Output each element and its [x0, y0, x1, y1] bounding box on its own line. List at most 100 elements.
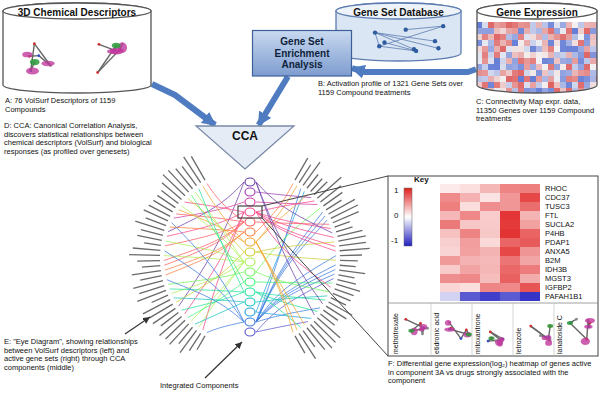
cylinder-picture [373, 24, 446, 53]
heatmap-cell [500, 256, 520, 265]
expression-cell [524, 64, 530, 70]
expression-cell [572, 76, 578, 82]
descriptor-tick [162, 183, 182, 200]
node-label: Gene Expression [476, 7, 598, 19]
expression-cell [500, 64, 506, 70]
descriptor-tick [157, 195, 175, 207]
relation-curve [256, 182, 314, 315]
expression-cell [554, 70, 560, 76]
expression-cell [500, 76, 506, 82]
pointer-arrow [125, 317, 150, 334]
heatmap-cell [440, 211, 460, 220]
network-edge [375, 33, 438, 49]
expression-cell [530, 34, 536, 40]
heatmap-cell [500, 211, 520, 220]
descriptor-tick [137, 235, 161, 240]
expression-cell [578, 34, 584, 40]
expression-cell [512, 46, 518, 52]
heatmap-cell [500, 229, 520, 238]
descriptor-tick [333, 212, 359, 223]
chemical-database: 3D Chemical Descriptors [2, 2, 152, 94]
gene-name: PDAP1 [545, 238, 570, 247]
expression-cell [560, 76, 566, 82]
descriptor-tick [299, 165, 311, 183]
expression-cell [560, 58, 566, 64]
expression-cell [482, 46, 488, 52]
expression-cell [494, 34, 500, 40]
cca-triangle: CCA [195, 125, 295, 170]
relation-curve [256, 182, 332, 233]
flow-arrow [352, 68, 476, 72]
node-label: 3D Chemical Descriptors [2, 7, 152, 19]
expression-cell [482, 28, 488, 34]
descriptor-tick [160, 316, 182, 335]
descriptor-tick [182, 166, 196, 185]
expression-cell [584, 40, 590, 46]
expression-cell [500, 34, 506, 40]
heatmap-cell [480, 256, 500, 265]
expression-cell [488, 34, 494, 40]
expression-cell [566, 34, 572, 40]
expression-cell [548, 40, 554, 46]
component-node [245, 308, 255, 316]
expression-cell [584, 76, 590, 82]
cylinder-outline [477, 3, 597, 93]
component-node [245, 298, 255, 306]
key-value: -1 [391, 236, 398, 245]
cylinder-picture [22, 42, 127, 74]
expression-cell [584, 46, 590, 52]
heatmap-cell [460, 211, 480, 220]
atom [489, 330, 492, 333]
relation-curve [256, 265, 336, 322]
descriptor-tick [153, 200, 172, 212]
descriptor-tick [166, 320, 185, 339]
descriptor-tick [170, 324, 189, 345]
network-node [441, 24, 445, 28]
relation-curve [195, 192, 244, 262]
caption-text: F: Differential gene expression(log₂) he… [388, 360, 598, 386]
descriptor-tick [152, 295, 168, 302]
expression-cell [590, 58, 596, 64]
cylinder-top [477, 3, 597, 19]
descriptor-tick [144, 243, 161, 245]
field-blob [545, 335, 551, 341]
expression-cell [548, 76, 554, 82]
expression-cell [542, 52, 548, 58]
expression-cell [554, 34, 560, 40]
field-blob [495, 340, 502, 346]
descriptor-tick [189, 333, 200, 350]
expression-cell [518, 28, 524, 34]
expression-cell [536, 28, 542, 34]
heatmap-cell [460, 220, 480, 229]
expression-cell [578, 58, 584, 64]
field-blob [26, 67, 39, 74]
expression-cell [548, 58, 554, 64]
expression-cell [482, 64, 488, 70]
heatmap-cell [520, 274, 540, 283]
expression-cell [572, 52, 578, 58]
heatmap-cell [480, 220, 500, 229]
atom [404, 318, 407, 321]
expression-cell [548, 64, 554, 70]
gene-name: B2M [545, 256, 560, 265]
expression-cell [566, 76, 572, 82]
cylinder-top [3, 3, 151, 19]
expression-cell [584, 64, 590, 70]
expression-cell [584, 22, 590, 28]
heatmap-cell [460, 229, 480, 238]
heatmap-cell [500, 220, 520, 229]
expression-cell [494, 70, 500, 76]
gene-name: SUCLA2 [545, 220, 574, 229]
expression-cell [506, 34, 512, 40]
expression-cell [524, 34, 530, 40]
descriptor-tick [338, 275, 354, 278]
field-blob [488, 336, 494, 340]
expression-cell [578, 76, 584, 82]
field-blob [547, 324, 553, 328]
heatmap-cell [440, 238, 460, 247]
expression-cell [530, 82, 536, 88]
heatmap-cell [520, 283, 540, 292]
field-blob [463, 332, 471, 337]
component-node [245, 248, 255, 256]
expression-cell [518, 70, 524, 76]
